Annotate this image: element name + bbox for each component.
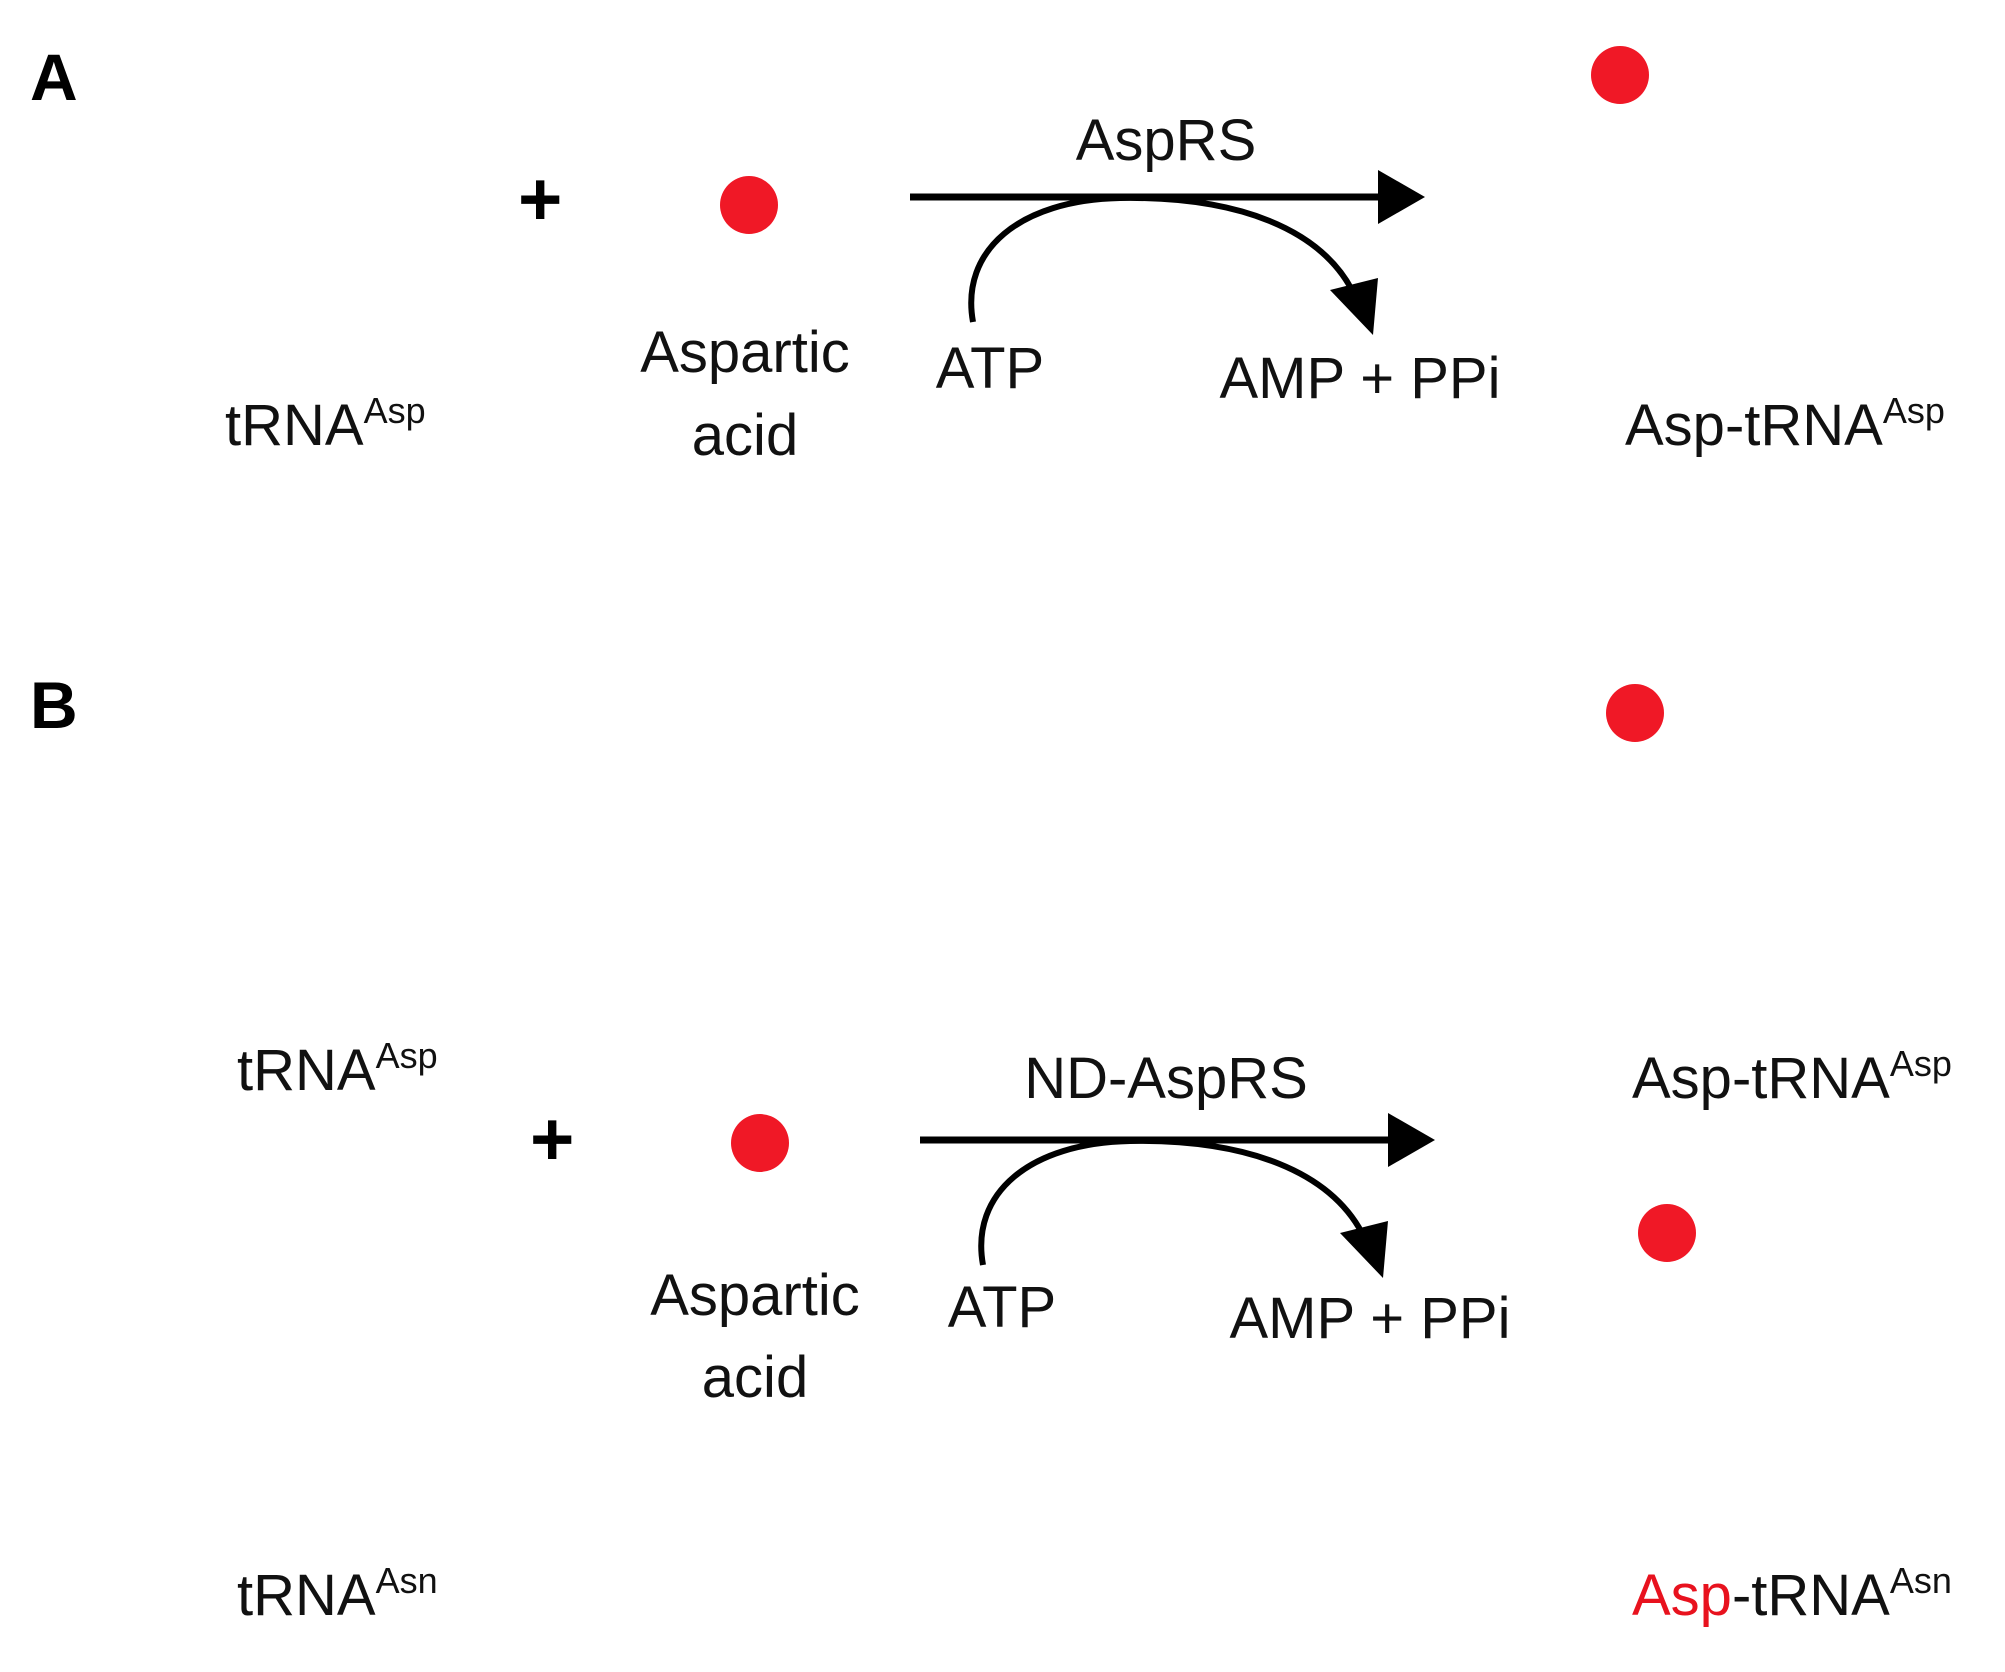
aspartic-acid-label-line2-b: acid [702,1345,808,1410]
trna-asn-label-b: tRNAAsn [237,1560,438,1628]
aspartic-acid-label-line1-b: Aspartic [650,1263,860,1328]
panel-b-letter: B [30,668,78,742]
asp-trna-asp-label-b: Asp-tRNAAsp [1632,1043,1952,1111]
atp-curve-arrowhead-b [1340,1221,1388,1278]
aspartyl-dot-product-a [1591,46,1649,104]
aspartic-acid-dot-a [720,176,778,234]
trna-asp-molecule-a [160,28,377,357]
asp-trna-asp-molecule-b [1655,674,1872,1003]
aspartic-acid-label-line2-a: acid [692,403,798,468]
aspartyl-dot-product-b1 [1606,684,1664,742]
plus-sign-b: + [530,1097,574,1182]
atp-label-b: ATP [948,1275,1057,1340]
amp-ppi-label-a: AMP + PPi [1220,346,1501,411]
enzyme-label-b: ND-AspRS [1024,1046,1308,1111]
atp-curve-arrow-a [968,194,1355,323]
reaction-arrowhead-b [1388,1113,1435,1167]
enzyme-label-a: AspRS [1076,108,1257,173]
asp-trna-asp-label-a: Asp-tRNAAsp [1625,390,1945,458]
asp-trna-asp-molecule-a [1640,28,1857,357]
trna-asp-label-b: tRNAAsp [237,1035,438,1103]
asp-trna-asn-label-b: Asp-tRNAAsn [1632,1560,1952,1628]
atp-curve-arrow-b [978,1137,1365,1266]
trna-asn-molecule-b [178,1186,395,1515]
panel-a-letter: A [30,40,78,114]
asp-trna-asn-molecule-b [1690,1191,1907,1520]
atp-label-a: ATP [936,336,1045,401]
trna-asp-molecule-b [170,674,387,1003]
panel-a: A tRNAAsp + Aspartic acid AspRS ATP AMP … [30,28,1945,468]
aspartic-acid-label-line1-a: Aspartic [640,320,850,385]
amp-ppi-label-b: AMP + PPi [1230,1286,1511,1351]
plus-sign-a: + [518,157,562,242]
trna-asp-label-a: tRNAAsp [225,390,426,458]
aspartyl-dot-product-b2 [1638,1204,1696,1262]
atp-curve-arrowhead-a [1330,278,1378,335]
panel-b: B tRNAAsp tRNAAsn + Aspartic acid ND-Asp… [30,668,1952,1628]
reaction-arrowhead-a [1378,170,1425,224]
aspartic-acid-dot-b [731,1114,789,1172]
